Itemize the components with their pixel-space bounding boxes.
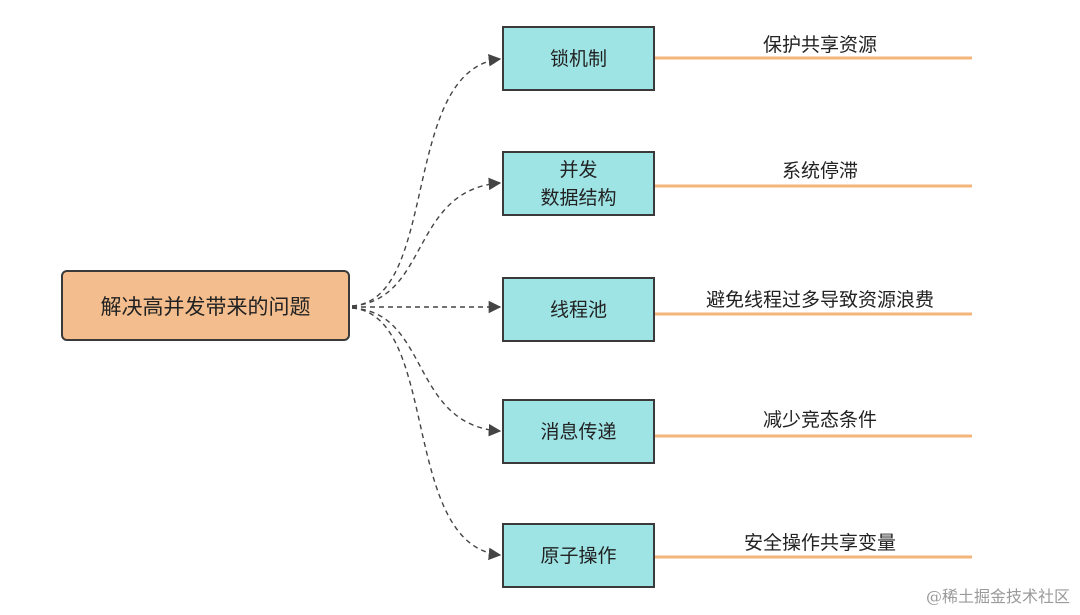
connector-concurrent-ds [351, 177, 502, 307]
root-node: 解决高并发带来的问题 [61, 270, 350, 341]
connector-atomic [351, 307, 502, 561]
node-lock-mechanism: 锁机制 [502, 26, 655, 91]
note-thread-pool: 避免线程过多导致资源浪费 [705, 289, 934, 311]
node-atomic-operations: 原子操作 [502, 523, 655, 588]
node-concurrent-data-structures: 并发 数据结构 [502, 151, 655, 216]
node-thread-pool: 线程池 [502, 277, 655, 342]
note-atomic-operations: 安全操作共享变量 [743, 532, 896, 554]
connector-message-passing [351, 307, 502, 437]
watermark: @稀土掘金技术社区 [925, 587, 1070, 606]
connector-lock [351, 54, 502, 307]
node-message-passing: 消息传递 [502, 399, 655, 464]
note-concurrent-data-structures: 系统停滞 [781, 160, 858, 182]
note-message-passing: 减少竞态条件 [762, 409, 877, 431]
note-lock-mechanism: 保护共享资源 [762, 34, 877, 56]
